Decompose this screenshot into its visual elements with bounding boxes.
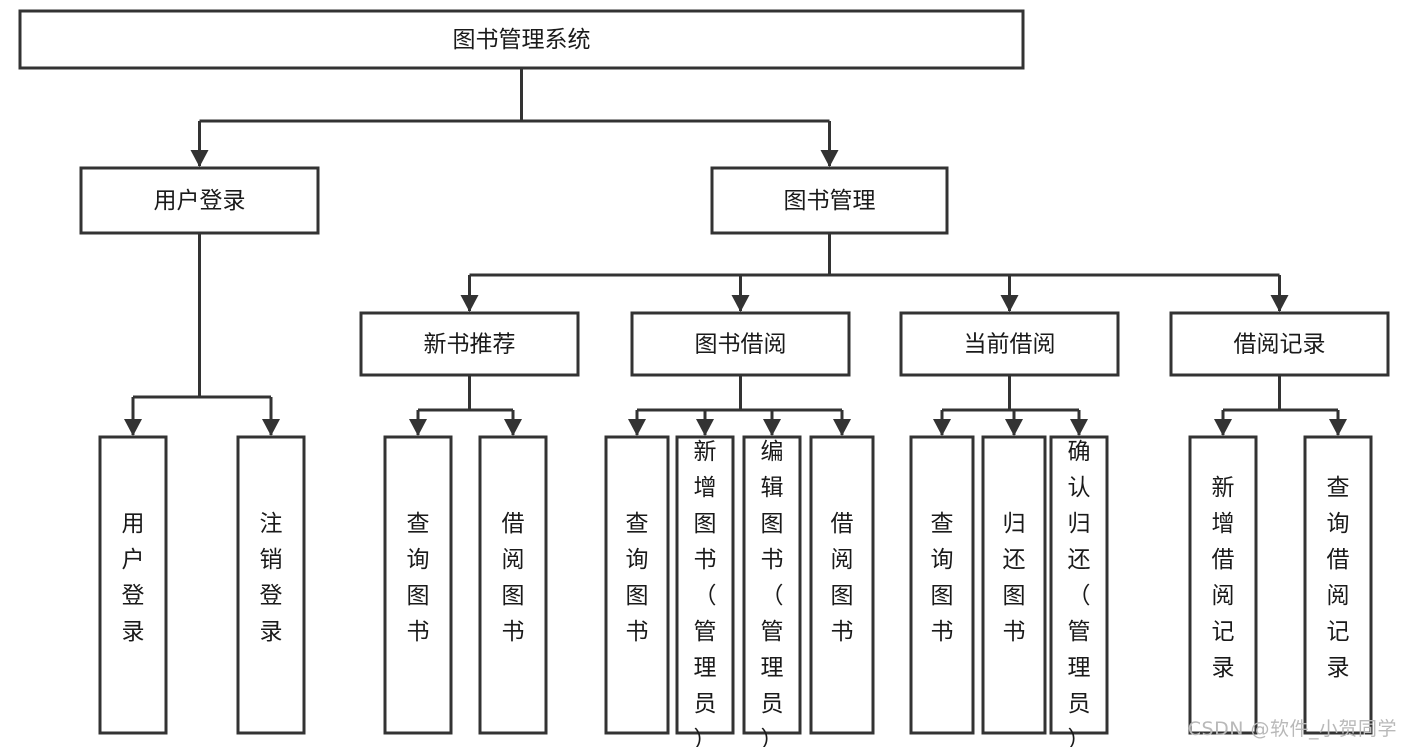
arrow-head-icon bbox=[1000, 295, 1019, 312]
node-leaf-user-logout[interactable]: 注销登录 bbox=[236, 435, 306, 735]
node-root-root[interactable]: 图书管理系统 bbox=[18, 9, 1025, 70]
node-leaf-query-book-3[interactable]: 查询图书 bbox=[909, 435, 975, 735]
nodes-layer: 图书管理系统用户登录图书管理新书推荐图书借阅当前借阅借阅记录用户登录注销登录查询… bbox=[18, 9, 1390, 747]
node-box[interactable] bbox=[359, 311, 580, 377]
watermark-label: CSDN @软件_小贺同学 bbox=[1187, 718, 1397, 740]
arrow-head-icon bbox=[190, 150, 209, 167]
node-current-borrow[interactable]: 当前借阅 bbox=[899, 311, 1120, 377]
node-box[interactable] bbox=[478, 435, 548, 735]
arrow-head-icon bbox=[1214, 419, 1232, 436]
node-leaf-borrow-book-1[interactable]: 借阅图书 bbox=[478, 435, 548, 735]
node-leaf-edit-book[interactable]: 编辑图书（管理员） bbox=[742, 435, 802, 747]
node-box[interactable] bbox=[1049, 435, 1109, 735]
node-label: 图书管理系统 bbox=[453, 27, 591, 53]
node-box[interactable] bbox=[1303, 435, 1373, 735]
arrow-head-icon bbox=[1070, 419, 1088, 436]
node-box[interactable] bbox=[79, 166, 320, 235]
arrow-head-icon bbox=[262, 419, 280, 436]
arrow-head-icon bbox=[124, 419, 142, 436]
node-label: 当前借阅 bbox=[964, 332, 1056, 358]
node-label: 借阅记录 bbox=[1234, 332, 1326, 358]
arrow-head-icon bbox=[731, 295, 750, 312]
node-user-login[interactable]: 用户登录 bbox=[79, 166, 320, 235]
node-leaf-query-book-2[interactable]: 查询图书 bbox=[604, 435, 670, 735]
node-label: 新增图书（管理员） bbox=[694, 439, 717, 747]
node-label: 查询借阅记录 bbox=[1327, 475, 1350, 681]
node-label: 确认归还（管理员） bbox=[1068, 439, 1091, 747]
node-box[interactable] bbox=[981, 435, 1047, 735]
arrow-head-icon bbox=[933, 419, 951, 436]
node-label: 编辑图书（管理员） bbox=[761, 439, 784, 747]
node-leaf-borrow-book-2[interactable]: 借阅图书 bbox=[809, 435, 875, 735]
node-label: 新书推荐 bbox=[424, 332, 516, 358]
node-book-manage[interactable]: 图书管理 bbox=[710, 166, 949, 235]
node-leaf-query-record[interactable]: 查询借阅记录 bbox=[1303, 435, 1373, 735]
node-box[interactable] bbox=[1169, 311, 1390, 377]
arrow-head-icon bbox=[1270, 295, 1289, 312]
arrow-head-icon bbox=[763, 419, 781, 436]
node-box[interactable] bbox=[1188, 435, 1258, 735]
node-box[interactable] bbox=[710, 166, 949, 235]
node-new-book-rec[interactable]: 新书推荐 bbox=[359, 311, 580, 377]
node-leaf-user-login[interactable]: 用户登录 bbox=[98, 435, 168, 735]
node-label: 借阅图书 bbox=[502, 511, 525, 645]
node-label: 借阅图书 bbox=[831, 511, 854, 645]
edges-layer bbox=[124, 68, 1347, 436]
node-label: 注销登录 bbox=[260, 511, 283, 645]
node-label: 查询图书 bbox=[407, 511, 430, 645]
arrow-head-icon bbox=[460, 295, 479, 312]
arrow-head-icon bbox=[409, 419, 427, 436]
node-leaf-add-record[interactable]: 新增借阅记录 bbox=[1188, 435, 1258, 735]
arrow-head-icon bbox=[1005, 419, 1023, 436]
node-label: 新增借阅记录 bbox=[1212, 475, 1235, 681]
node-box[interactable] bbox=[604, 435, 670, 735]
arrow-head-icon bbox=[820, 150, 839, 167]
node-label: 查询图书 bbox=[626, 511, 649, 645]
node-label: 图书管理 bbox=[784, 188, 876, 214]
node-box[interactable] bbox=[809, 435, 875, 735]
node-leaf-query-book-1[interactable]: 查询图书 bbox=[383, 435, 453, 735]
node-label: 查询图书 bbox=[931, 511, 954, 645]
node-label: 图书借阅 bbox=[695, 332, 787, 358]
arrow-head-icon bbox=[833, 419, 851, 436]
node-box[interactable] bbox=[675, 435, 735, 735]
node-box[interactable] bbox=[909, 435, 975, 735]
node-box[interactable] bbox=[18, 9, 1025, 70]
node-box[interactable] bbox=[630, 311, 851, 377]
node-box[interactable] bbox=[383, 435, 453, 735]
node-label: 用户登录 bbox=[122, 511, 145, 645]
node-box[interactable] bbox=[98, 435, 168, 735]
node-label: 归还图书 bbox=[1003, 511, 1026, 645]
node-leaf-add-book[interactable]: 新增图书（管理员） bbox=[675, 435, 735, 747]
node-leaf-return-book[interactable]: 归还图书 bbox=[981, 435, 1047, 735]
node-label: 用户登录 bbox=[154, 188, 246, 214]
node-box[interactable] bbox=[742, 435, 802, 735]
node-box[interactable] bbox=[236, 435, 306, 735]
node-borrow-record[interactable]: 借阅记录 bbox=[1169, 311, 1390, 377]
node-leaf-confirm-return[interactable]: 确认归还（管理员） bbox=[1049, 435, 1109, 747]
node-box[interactable] bbox=[899, 311, 1120, 377]
arrow-head-icon bbox=[1329, 419, 1347, 436]
arrow-head-icon bbox=[696, 419, 714, 436]
node-book-borrow[interactable]: 图书借阅 bbox=[630, 311, 851, 377]
arrow-head-icon bbox=[504, 419, 522, 436]
arrow-head-icon bbox=[628, 419, 646, 436]
